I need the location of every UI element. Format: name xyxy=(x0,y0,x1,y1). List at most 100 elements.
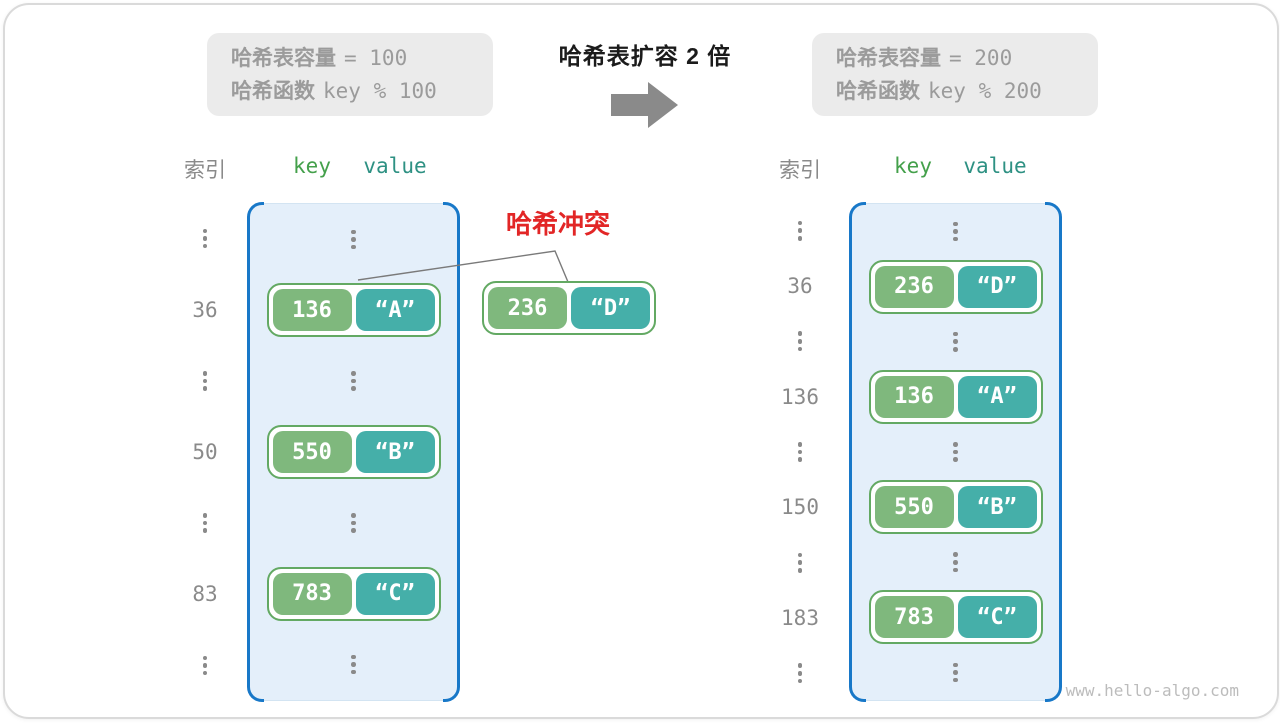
index-header: 索引 xyxy=(779,159,821,182)
watermark: www.hello-algo.com xyxy=(1065,681,1239,700)
bucket-row: 550 “B” xyxy=(249,417,458,488)
ellipsis-dots-icon xyxy=(953,331,958,352)
key-value-pair: 136 “A” xyxy=(868,369,1043,424)
capacity-line: 哈希表容量= 200 xyxy=(836,42,1098,75)
index-column: 36 136 150 183 xyxy=(770,203,830,701)
ellipsis-dots-icon xyxy=(202,228,208,249)
value-cell: “A” xyxy=(355,289,435,332)
capacity-line: 哈希表容量 = 100 xyxy=(231,42,493,75)
capacity-label: 哈希表容量 xyxy=(836,46,941,70)
bucket-row: 783 “C” xyxy=(249,558,458,629)
value-cell: “B” xyxy=(957,486,1037,529)
index-value: 150 xyxy=(781,495,819,520)
ellipsis-dots-icon xyxy=(953,552,958,573)
index-cell-dots xyxy=(175,630,235,701)
bucket-row-dots xyxy=(249,487,458,558)
ellipsis-dots-icon xyxy=(797,220,803,241)
key-cell: 550 xyxy=(272,431,352,473)
diagram-title: 哈希表扩容 2 倍 xyxy=(558,43,732,69)
colliding-key-value-pair: 236 “D” xyxy=(482,281,656,335)
value-cell: “B” xyxy=(355,431,435,473)
hash-function-value: key % 200 xyxy=(928,78,1042,103)
index-cell-dots xyxy=(770,203,830,258)
key-value-pair: 236 “D” xyxy=(482,281,656,335)
bucket-row: 236 “D” xyxy=(851,259,1060,314)
ellipsis-dots-icon xyxy=(953,442,958,462)
index-value: 136 xyxy=(781,384,819,409)
capacity-box-before: 哈希表容量 = 100 哈希函数 key % 100 xyxy=(207,33,493,116)
bucket-row-dots xyxy=(851,314,1060,369)
index-value: 50 xyxy=(192,439,218,464)
index-value: 183 xyxy=(781,605,819,630)
bucket-row: 136 “A” xyxy=(851,369,1060,424)
value-cell: “D” xyxy=(957,265,1037,308)
right-arrow-icon xyxy=(611,82,678,128)
diagram-canvas: 哈希表容量 = 100 哈希函数 key % 100 哈希表扩容 2 倍 哈希表容量… xyxy=(3,3,1279,719)
ellipsis-dots-icon xyxy=(797,331,803,352)
collision-label: 哈希冲突 xyxy=(505,209,610,239)
ellipsis-dots-icon xyxy=(202,370,208,391)
ellipsis-dots-icon xyxy=(351,229,356,250)
bucket-row-dots xyxy=(851,424,1060,479)
bucket-row-dots xyxy=(851,535,1060,590)
key-value-pair: 236 “D” xyxy=(868,259,1043,314)
ellipsis-dots-icon xyxy=(797,442,803,462)
bucket-row-dots xyxy=(249,346,458,417)
index-cell: 183 xyxy=(770,590,830,645)
key-cell: 236 xyxy=(874,265,954,308)
key-cell: 136 xyxy=(874,375,954,418)
bucket-row: 550 “B” xyxy=(851,480,1060,535)
hash-function-label: 哈希函数 xyxy=(231,79,315,103)
key-cell: 136 xyxy=(272,289,352,332)
bucket-row: 136 “A” xyxy=(249,275,458,346)
index-cell-dots xyxy=(770,646,830,701)
ellipsis-dots-icon xyxy=(953,662,958,683)
value-header: value xyxy=(363,154,427,178)
index-header: 索引 xyxy=(184,159,226,182)
value-cell: “D” xyxy=(571,287,650,329)
bucket-row-dots xyxy=(249,629,458,700)
bucket-row: 783 “C” xyxy=(851,590,1060,645)
index-cell: 50 xyxy=(175,416,235,487)
ellipsis-dots-icon xyxy=(202,513,208,534)
hash-function-value: key % 100 xyxy=(323,78,437,103)
ellipsis-dots-icon xyxy=(797,552,803,573)
key-cell: 783 xyxy=(272,572,352,615)
value-cell: “C” xyxy=(355,572,435,615)
hash-function-line: 哈希函数 key % 100 xyxy=(231,75,493,108)
key-cell: 783 xyxy=(874,596,954,639)
bucket-border-right xyxy=(443,202,460,702)
ellipsis-dots-icon xyxy=(202,655,208,676)
ellipsis-dots-icon xyxy=(351,371,356,392)
bucket-border-left xyxy=(849,202,866,702)
bucket-border-left xyxy=(247,202,264,702)
key-cell: 550 xyxy=(874,486,954,529)
key-header: key xyxy=(894,154,932,178)
key-header: key xyxy=(293,154,331,178)
bucket-row-dots xyxy=(851,645,1060,700)
key-value-pair: 136 “A” xyxy=(266,283,441,338)
key-value-pair: 550 “B” xyxy=(868,480,1043,535)
bucket-row-dots xyxy=(249,204,458,275)
bucket-row-dots xyxy=(851,204,1060,259)
value-header: value xyxy=(963,154,1027,178)
index-value: 36 xyxy=(787,273,813,298)
index-cell-dots xyxy=(770,314,830,369)
index-cell-dots xyxy=(175,345,235,416)
index-cell-dots xyxy=(770,535,830,590)
capacity-value: = 100 xyxy=(344,45,408,70)
index-value: 36 xyxy=(192,297,218,322)
capacity-label: 哈希表容量 xyxy=(231,46,336,70)
index-value: 83 xyxy=(192,582,218,607)
bucket-border-right xyxy=(1045,202,1062,702)
key-value-pair: 550 “B” xyxy=(266,425,441,479)
index-cell: 36 xyxy=(770,258,830,313)
key-value-pair: 783 “C” xyxy=(266,566,441,621)
value-cell: “A” xyxy=(957,375,1037,418)
ellipsis-dots-icon xyxy=(953,221,958,242)
index-cell-dots xyxy=(770,424,830,479)
ellipsis-dots-icon xyxy=(351,654,356,675)
key-value-pair: 783 “C” xyxy=(868,590,1043,645)
